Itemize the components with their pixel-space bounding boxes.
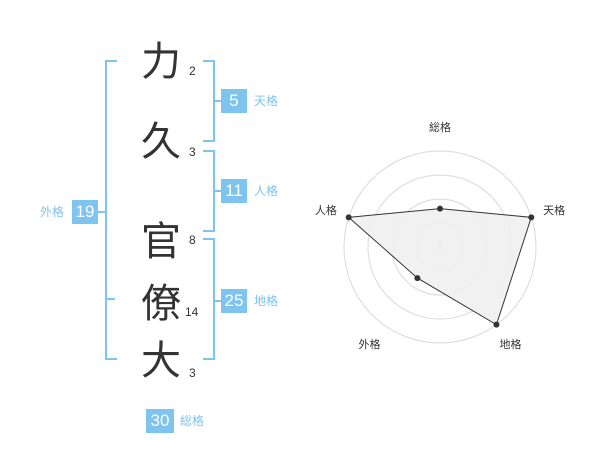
radar-point-5: [345, 214, 352, 221]
chikaku-label: 地格: [254, 294, 279, 308]
jinkaku-label: 人格: [254, 184, 279, 198]
gaikaku-connector: [97, 211, 107, 213]
stroke-count-1: 2: [189, 64, 196, 78]
tenkaku-badge: 5: [221, 89, 247, 113]
name-char-3: 官: [141, 219, 181, 265]
gaikaku-label: 外格: [40, 205, 65, 219]
gaikaku-bracket-tick: [105, 298, 115, 300]
jinkaku-badge: 11: [221, 179, 247, 203]
radar-grid-ring: [343, 150, 537, 344]
radar-point-3: [493, 321, 500, 328]
chikaku-bracket: [203, 238, 215, 360]
name-char-2: 久: [141, 119, 181, 165]
stroke-count-4: 14: [185, 305, 199, 319]
radar-axis-label-1: 総格: [429, 120, 451, 134]
jinkaku-connector: [213, 190, 221, 192]
radar-axis-label-3: 地格: [500, 337, 522, 351]
tenkaku-label: 天格: [254, 94, 279, 108]
radar-point-4: [414, 275, 421, 282]
radar-point-1: [437, 205, 443, 212]
radar-point-2: [528, 214, 535, 221]
name-char-1: 力: [141, 39, 181, 85]
radar-axis-label-2: 天格: [543, 203, 565, 217]
soukaku-badge: 30: [146, 409, 174, 433]
chikaku-connector: [213, 300, 221, 302]
tenkaku-connector: [213, 100, 221, 102]
stroke-count-5: 3: [189, 366, 196, 380]
gaikaku-badge: 19: [72, 200, 98, 224]
radar-axis-label-5: 人格: [315, 203, 337, 217]
name-char-4: 僚: [141, 281, 181, 327]
name-char-5: 大: [141, 338, 181, 384]
soukaku-label: 総格: [180, 414, 205, 428]
radar-axis-label-4: 外格: [358, 337, 380, 351]
gaikaku-bracket: [105, 60, 117, 360]
chikaku-badge: 25: [221, 289, 247, 313]
stroke-count-3: 8: [189, 233, 196, 247]
radar-value-polygon: [347, 208, 532, 326]
stroke-count-2: 3: [189, 145, 196, 159]
